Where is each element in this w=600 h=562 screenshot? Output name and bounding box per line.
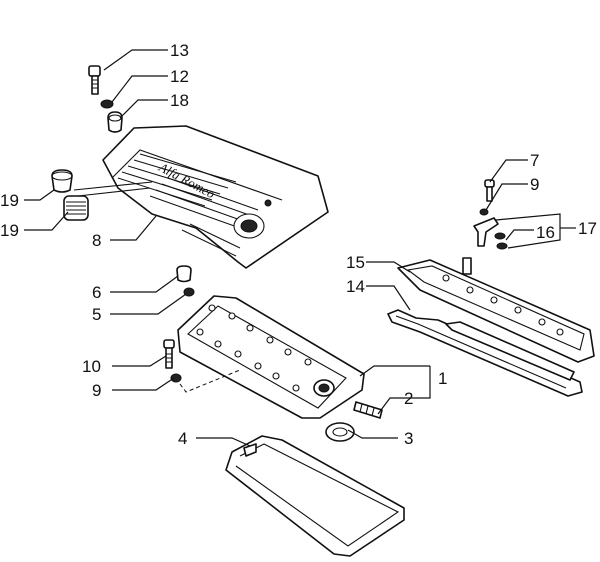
callout-14: 15 <box>346 253 365 272</box>
callout-7: 7 <box>530 151 539 170</box>
part-2-stud <box>353 401 383 419</box>
part-7-bolt <box>484 179 495 202</box>
callout-8: 8 <box>92 231 101 250</box>
part-12-screw <box>88 65 101 95</box>
part-5-washer <box>183 287 195 297</box>
part-16-grommet <box>107 111 123 133</box>
callout-1: 1 <box>438 369 447 388</box>
part-1-head-cover <box>177 295 365 419</box>
part-3-seal <box>325 422 355 442</box>
callout-16: 18 <box>170 91 189 110</box>
part-9-washer <box>170 373 182 383</box>
part-8-engine-cover: Alfa Romeo <box>102 125 329 269</box>
callout-6: 6 <box>92 283 101 302</box>
part-14-head-cover <box>397 257 595 363</box>
callout-10: 10 <box>82 357 101 376</box>
callout-4: 4 <box>178 429 187 448</box>
callout-5: 5 <box>92 305 101 324</box>
part-9-washer-right <box>479 208 489 216</box>
callout-12: 13 <box>170 41 189 60</box>
callout-2: 2 <box>404 389 413 408</box>
part-13-gasket <box>387 309 583 397</box>
callout-18: 19 <box>0 191 19 210</box>
part-18-cap <box>51 169 73 193</box>
part-10-bolt <box>163 339 175 369</box>
callout-17: 17 <box>578 219 597 238</box>
part-11-washer <box>100 99 114 109</box>
callout-9-right: 9 <box>530 175 539 194</box>
callout-13: 14 <box>346 277 365 296</box>
part-6-grommet <box>176 265 192 283</box>
part-19-filter <box>63 195 89 221</box>
callout-11: 12 <box>170 67 189 86</box>
part-4-gasket <box>225 435 405 557</box>
part-15-fitting <box>473 217 508 250</box>
callout-3: 3 <box>404 429 413 448</box>
callout-9-left: 9 <box>92 381 101 400</box>
callout-15: 16 <box>536 223 555 242</box>
callout-19: 19 <box>0 221 19 240</box>
